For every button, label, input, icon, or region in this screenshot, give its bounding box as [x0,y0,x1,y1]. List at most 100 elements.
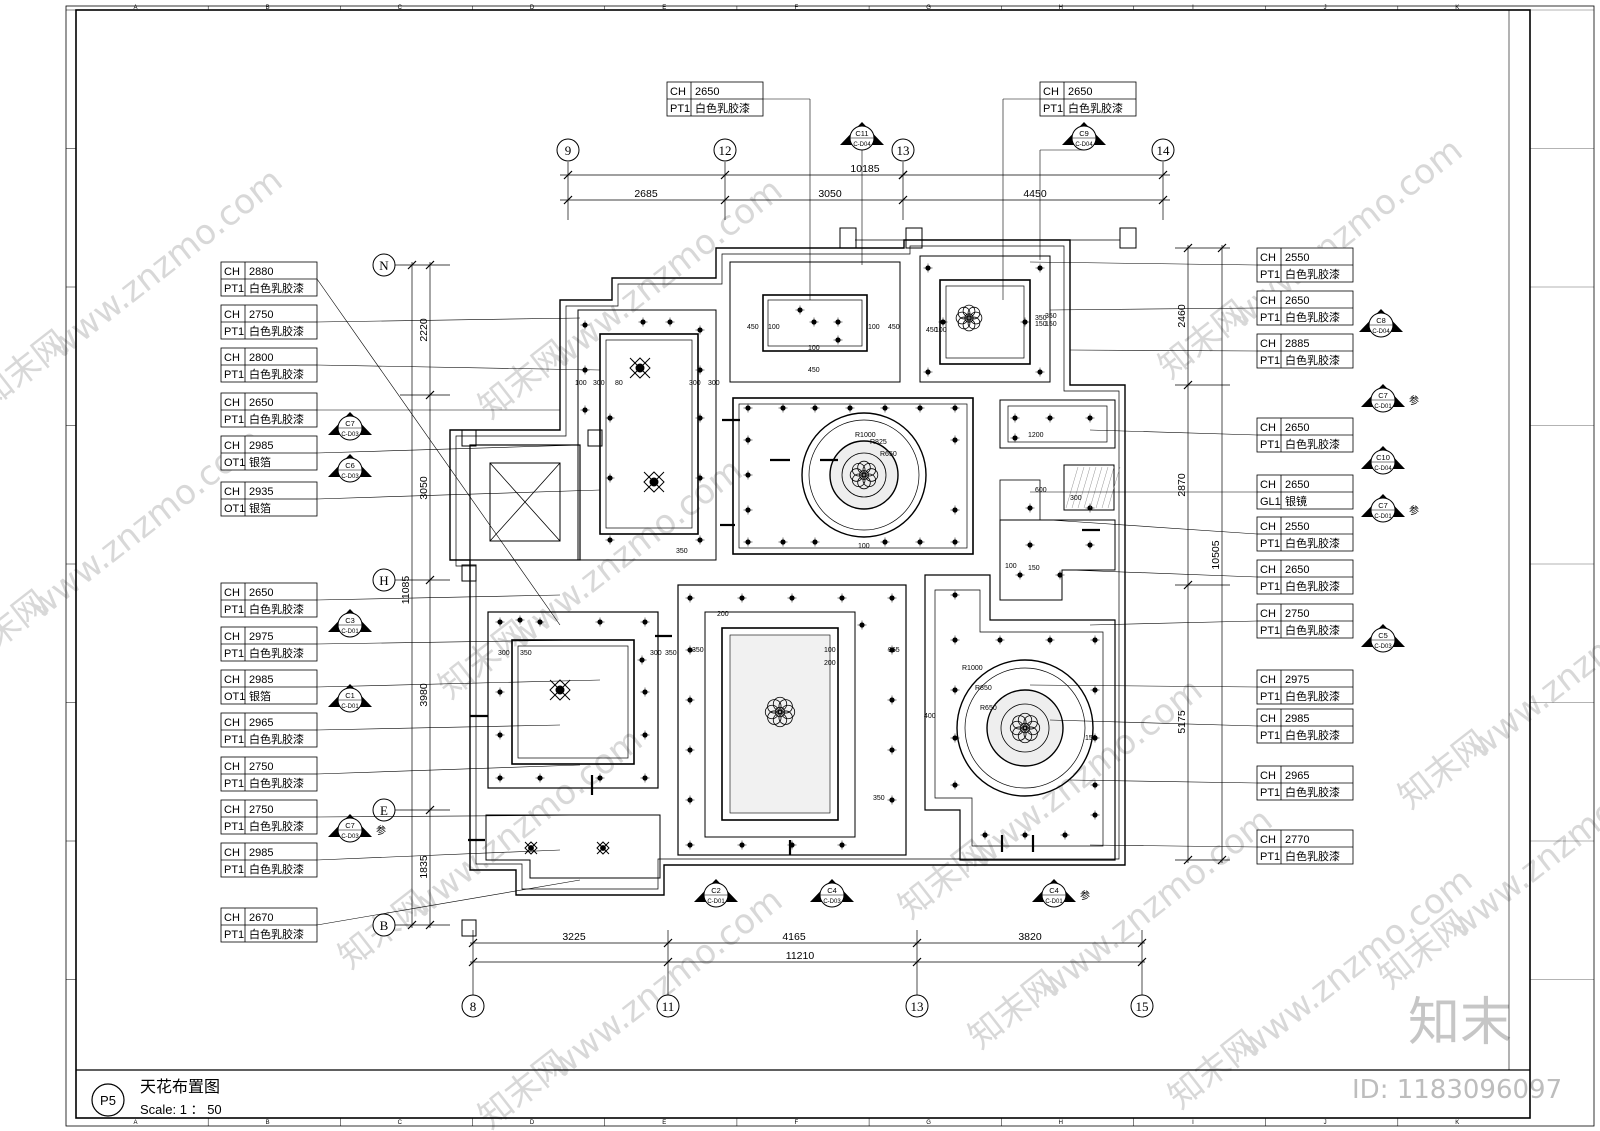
tag-description: 白色乳胶漆 [1285,728,1340,742]
room-dimension: 80 [615,380,623,387]
tag-code: CH [224,912,240,924]
downlight [950,780,960,790]
downlight [515,615,525,625]
tag-material: PT1 [1260,851,1280,863]
tag-description: 白色乳胶漆 [249,281,304,295]
downlight [595,617,605,627]
downlight [1020,317,1030,327]
tag-height: 2885 [1285,338,1309,350]
watermark-brand: 知末网 [1151,293,1256,387]
downlight [950,685,960,695]
room-dimension: 100 [824,647,836,654]
dim-right-segment: 5175 [1176,710,1188,734]
room-dimension: 150 [1045,321,1057,328]
downlight [695,325,705,335]
downlight [685,645,695,655]
downlight [887,745,897,755]
marker-id: C5 [1378,631,1388,640]
tag-material: GL1 [1260,496,1281,508]
room-dimension: R850 [975,685,992,692]
room-dimension: 600 [1035,487,1047,494]
axis-label-left: H [379,573,388,588]
tag-code: CH [1260,713,1276,725]
room-dimension: 300 [593,380,605,387]
tag-material: PT1 [1260,787,1280,799]
marker-sheet: C-D01 [707,899,725,905]
downlight [1010,413,1020,423]
downlight [887,645,897,655]
tag-code: CH [224,674,240,686]
tag-height: 2985 [249,674,273,686]
dim-left-segment: 2220 [418,318,430,342]
downlight [1085,540,1095,550]
tag-material: PT1 [1260,581,1280,593]
tag-height: 2550 [1285,521,1309,533]
tag-code: CH [224,486,240,498]
axis-label-top: 9 [565,143,572,158]
frame-col-bottom: I [1192,1120,1194,1126]
tag-description: 银箔 [249,689,271,703]
title-block: P5 天花布置图 Scale: 1 ： 50 [91,1078,222,1117]
downlight [950,505,960,515]
tag-height: 2650 [1285,564,1309,576]
section-marker: C5C-D03 [1361,624,1405,653]
tag-code: CH [1043,86,1059,98]
downlight [605,473,615,483]
tag-material: PT1 [1260,730,1280,742]
tag-height: 2550 [1285,252,1309,264]
room-ceiling-a [577,309,717,561]
room-dimension: 400 [924,713,936,720]
room-dimension: 300 [708,380,720,387]
tag-description: 银镜 [1285,494,1307,508]
downlight [857,620,867,630]
downlight [837,840,847,850]
axis-bubble [656,994,680,1018]
room-dimension: 350 [1035,315,1047,322]
tag-code: CH [1260,834,1276,846]
tag-description: 白色乳胶漆 [249,862,304,876]
ceiling-rosette [955,304,983,332]
downlight [685,593,695,603]
downlight [1045,635,1055,645]
section-marker: C2C-D01 [694,879,738,908]
sheet-title: 天花布置图 [140,1078,220,1096]
pendant-lamp [596,841,610,855]
room-dimension: 350 [1045,313,1057,320]
tag-description: 白色乳胶漆 [1068,101,1123,115]
marker-sheet: C-D04 [1374,466,1392,472]
room-ceiling-g [487,611,659,789]
tag-material: PT1 [1260,538,1280,550]
downlight [743,470,753,480]
downlight [638,317,648,327]
downlight [640,730,650,740]
downlight [665,317,675,327]
axis-bubble [556,138,580,162]
axis-bubble [372,913,396,937]
frame-col-top: B [266,5,270,11]
room-dimension: 300 [498,650,510,657]
tag-height: 2800 [249,352,273,364]
tag-code: CH [1260,479,1276,491]
dim-right-segment: 2460 [1176,304,1188,328]
downlight [495,617,505,627]
downlight [737,840,747,850]
downlight [938,317,948,327]
dim-left-segment: 1835 [418,855,430,879]
tag-material: PT1 [224,648,244,660]
tag-material: OT1 [224,503,245,515]
tag-material: PT1 [1260,355,1280,367]
marker-id: C4 [1049,886,1059,895]
downlight [833,317,843,327]
tag-height: 2975 [249,631,273,643]
tag-code: CH [224,352,240,364]
